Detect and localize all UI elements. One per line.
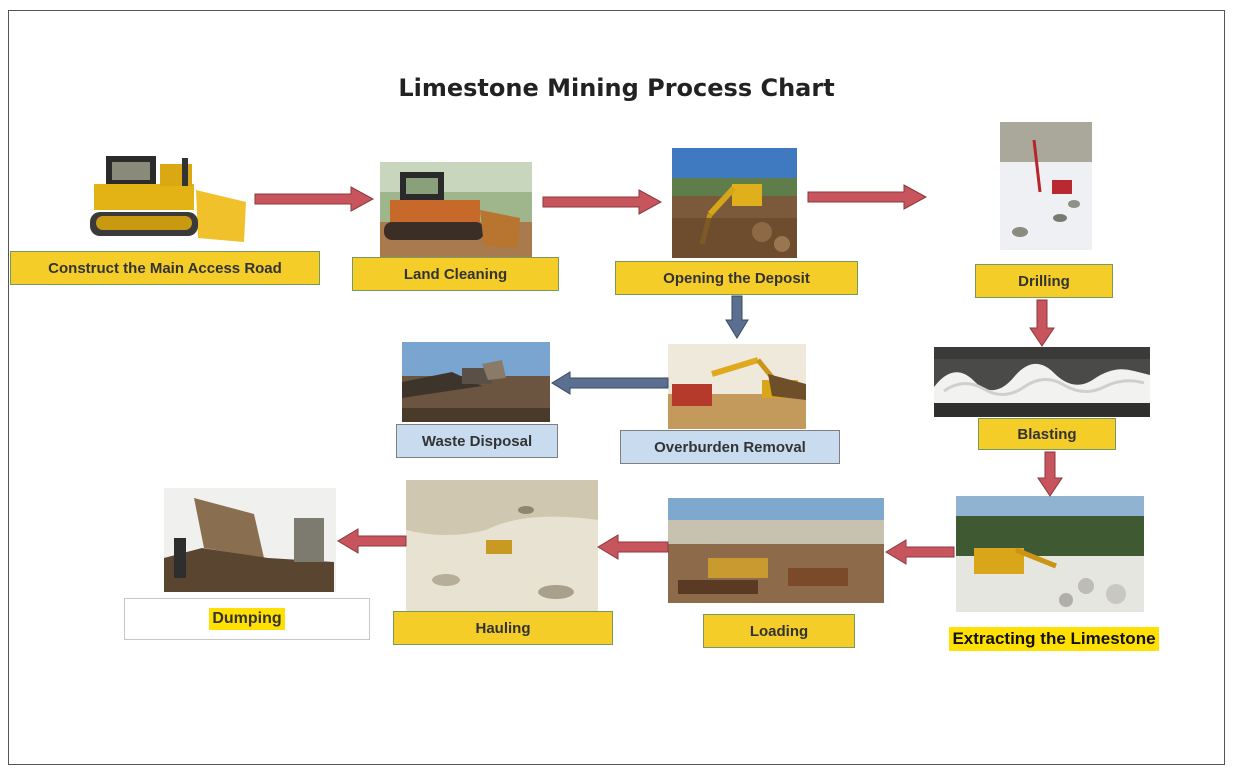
step-label-dumping-text: Dumping — [209, 608, 285, 630]
waste-disposal-photo — [402, 342, 550, 422]
bulldozer-photo — [86, 150, 252, 246]
step-label-overburden-removal: Overburden Removal — [620, 430, 840, 464]
overburden-photo — [668, 344, 806, 429]
arrow-left-extracting-loading — [885, 539, 955, 565]
arrow-down-opening-overburden — [725, 295, 749, 339]
step-label-drilling: Drilling — [975, 264, 1113, 298]
arrow-down-drilling-blasting — [1029, 299, 1055, 347]
step-label-opening-the-deposit: Opening the Deposit — [615, 261, 858, 295]
arrow-right-2 — [542, 189, 663, 215]
arrow-left-loading-hauling — [597, 534, 669, 560]
step-label-extracting-the-limestone-text: Extracting the Limestone — [949, 627, 1159, 651]
step-label-hauling: Hauling — [393, 611, 613, 645]
arrow-right-1 — [254, 186, 375, 212]
land-cleaning-photo — [380, 162, 532, 258]
hauling-photo — [406, 480, 598, 612]
step-label-land-cleaning: Land Cleaning — [352, 257, 559, 291]
step-label-construct-main-access-road: Construct the Main Access Road — [10, 251, 320, 285]
arrow-right-3 — [807, 184, 928, 210]
blasting-photo — [934, 347, 1150, 417]
step-label-loading: Loading — [703, 614, 855, 648]
diagram-title: Limestone Mining Process Chart — [398, 74, 835, 102]
step-label-blasting: Blasting — [978, 418, 1116, 450]
loading-photo — [668, 498, 884, 603]
step-label-extracting-the-limestone: Extracting the Limestone — [918, 622, 1190, 656]
dumping-photo — [164, 488, 336, 592]
arrow-left-hauling-dumping — [337, 528, 407, 554]
extracting-photo — [956, 496, 1144, 612]
opening-deposit-photo — [672, 148, 797, 258]
step-label-dumping: Dumping — [124, 598, 370, 640]
arrow-left-overburden-waste — [551, 371, 669, 395]
arrow-down-blasting-extracting — [1037, 451, 1063, 497]
step-label-waste-disposal: Waste Disposal — [396, 424, 558, 458]
drilling-photo — [1000, 122, 1092, 250]
